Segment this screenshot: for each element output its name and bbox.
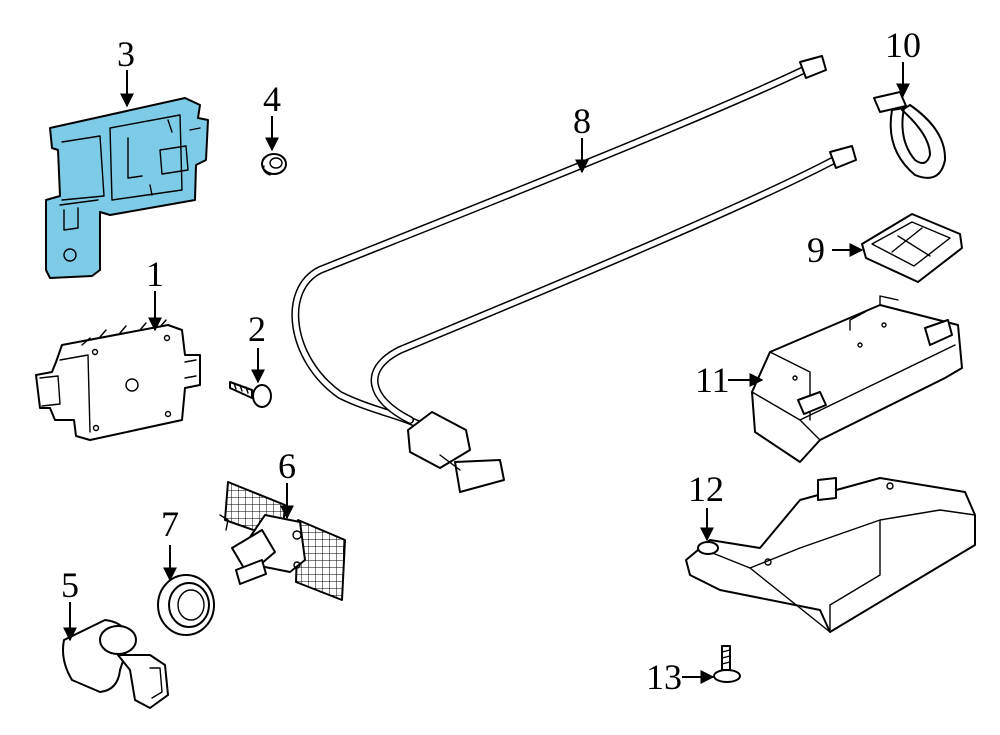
- part-4-grommet[interactable]: [261, 153, 287, 176]
- callout-8: 8: [573, 101, 591, 141]
- bracket-details: [59, 114, 201, 262]
- part-1-control-module[interactable]: [35, 319, 201, 441]
- bracket-body: [45, 97, 209, 279]
- part-12-tray-bracket[interactable]: [685, 477, 976, 633]
- callout-6: 6: [278, 446, 296, 486]
- part-11-module-housing[interactable]: [751, 295, 963, 463]
- callout-5: 5: [61, 565, 79, 605]
- callout-12: 12: [688, 469, 724, 509]
- callout-2: 2: [248, 309, 266, 349]
- part-7-sensor-ring[interactable]: [157, 574, 215, 636]
- callout-4: 4: [263, 79, 281, 119]
- callout-13: 13: [646, 657, 682, 697]
- callout-11: 11: [695, 360, 730, 400]
- callout-9: 9: [807, 230, 825, 270]
- part-5-parking-sensor[interactable]: [62, 619, 169, 709]
- part-13-bolt[interactable]: [713, 645, 741, 683]
- callout-1: 1: [146, 254, 164, 294]
- part-8-cable-harness[interactable]: [291, 55, 857, 493]
- part-3-bracket[interactable]: [45, 97, 209, 279]
- part-10-cable-tie[interactable]: [873, 91, 947, 179]
- part-6-sensor-bracket[interactable]: [219, 481, 346, 601]
- callout-7: 7: [161, 504, 179, 544]
- callout-10: 10: [885, 25, 921, 65]
- part-2-screw[interactable]: [229, 381, 272, 408]
- part-9-tie-mount[interactable]: [861, 213, 963, 283]
- callout-3: 3: [117, 34, 135, 74]
